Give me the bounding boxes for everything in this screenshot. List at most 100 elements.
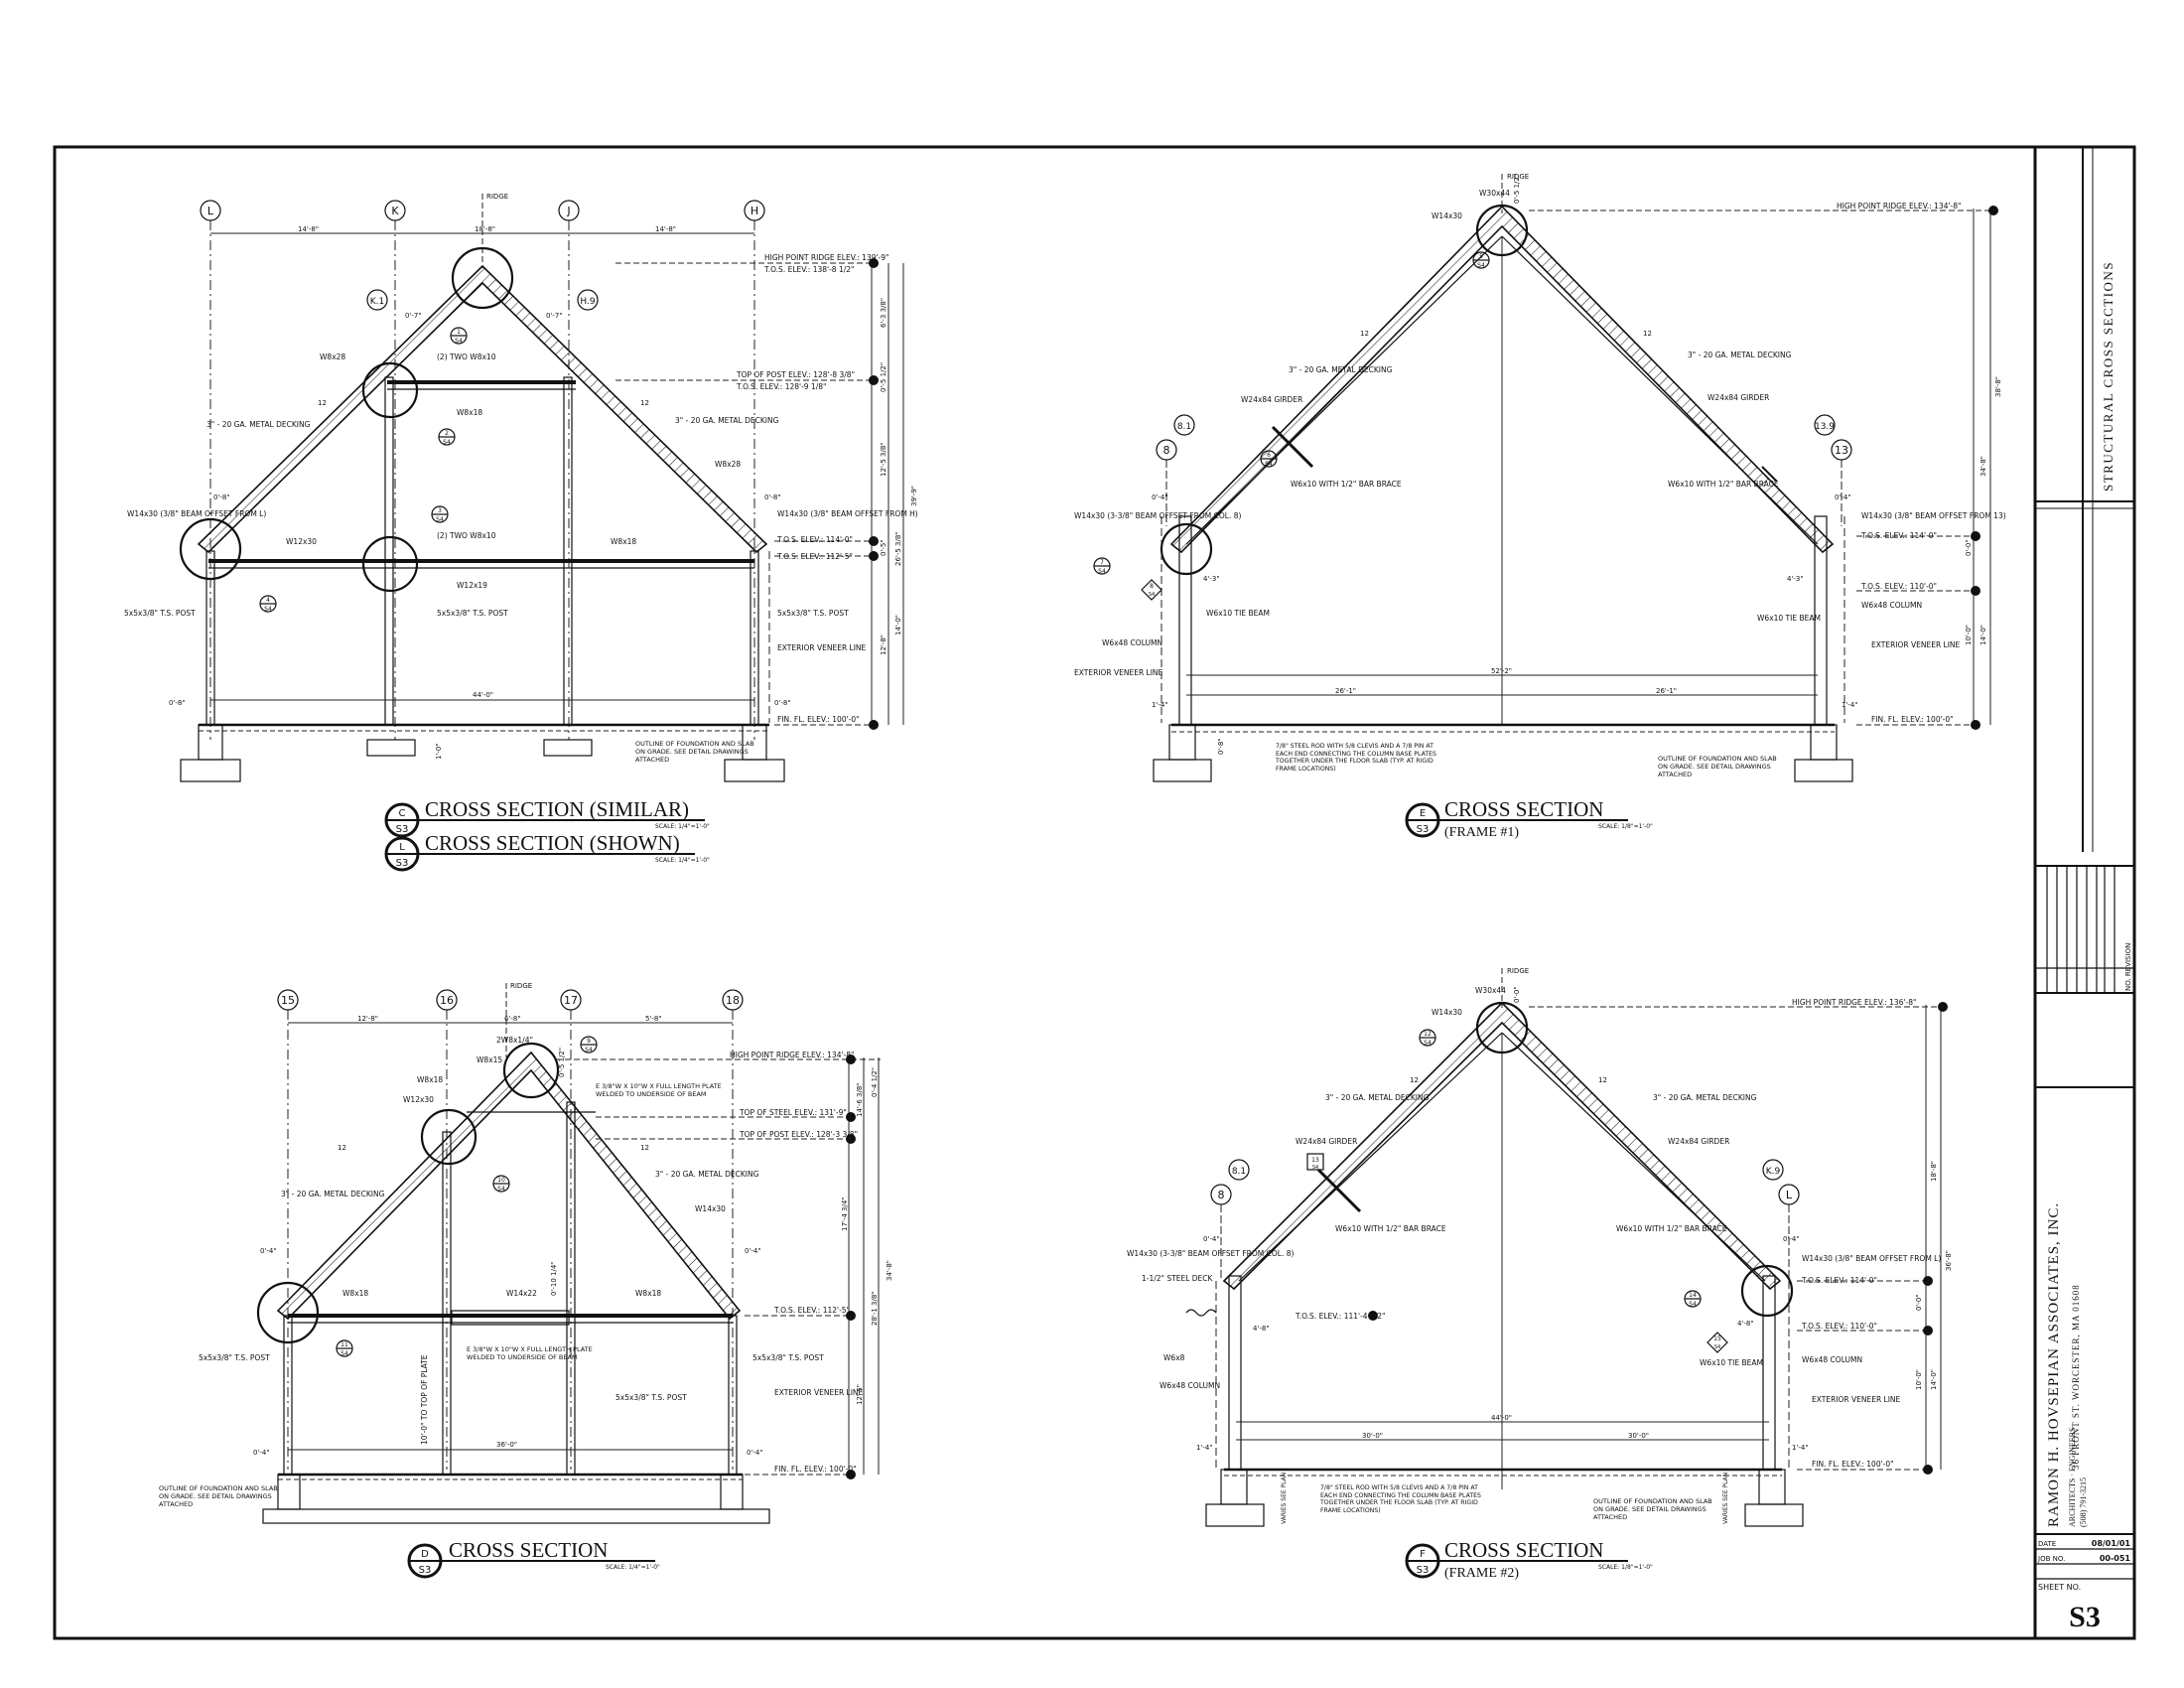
dimension: 0'-4"	[747, 1449, 763, 1457]
scale: SCALE: 1/4"=1'-0"	[655, 857, 710, 864]
ridge-mark: RIDGE	[1507, 967, 1529, 975]
dimension: 12'-8"	[357, 1015, 378, 1023]
note: 3" - 20 GA. METAL DECKING	[1653, 1093, 1757, 1102]
pitch-label: 12	[1598, 1076, 1607, 1084]
note: (2) TWO W8x10	[437, 531, 496, 540]
note: T.O.S. ELEV.: 111'-4 1/2"	[1295, 1312, 1385, 1321]
section-title: C S3 CROSS SECTION (SIMILAR) SCALE: 1/4"…	[384, 797, 710, 872]
note: W8x28	[320, 352, 345, 361]
grid-label: 8.1	[1232, 1167, 1246, 1177]
dimension: 26'-1"	[1335, 687, 1356, 695]
note: EXTERIOR VENEER LINE	[777, 643, 867, 652]
note: W6x10 WITH 1/2" BAR BRACE	[1291, 480, 1402, 489]
sheet-no-label: SHEET NO.	[2038, 1583, 2081, 1592]
dimension: 30'-0"	[1628, 1432, 1649, 1440]
dimension: 4'-8"	[1253, 1325, 1270, 1333]
note: 7/8" STEEL ROD WITH 5/8 CLEVIS AND A 7/8…	[1320, 1484, 1481, 1514]
dimension: 14'-8"	[298, 225, 319, 233]
note: 2W8x1/4"	[496, 1036, 533, 1045]
dimension: 0'-5 1/2"	[558, 1048, 566, 1077]
section-d: 15 16 17 18 12'-8" 6'-8" 5'-8" RIDGE	[159, 982, 893, 1579]
note: W30x44	[1475, 986, 1506, 995]
note: W12x19	[457, 581, 487, 590]
dimension: 14'-0"	[894, 615, 902, 635]
scale: SCALE: 1/4"=1'-0"	[655, 823, 710, 830]
note: W6x48 COLUMN	[1160, 1381, 1220, 1390]
note: W8x18	[457, 408, 482, 417]
dimension: 0'-4"	[260, 1247, 277, 1255]
detail-sheet: S4	[1149, 592, 1155, 598]
detail-callout: 9 S4 10 S4 11 S4	[336, 1036, 598, 1357]
grid-label: 18	[726, 994, 740, 1007]
dimension: 12'-5"	[856, 1384, 864, 1405]
section-sheet: S3	[396, 858, 409, 869]
note: 3" - 20 GA. METAL DECKING	[1289, 365, 1393, 374]
note: OUTLINE OF FOUNDATION AND SLAB ON GRADE.…	[159, 1484, 278, 1508]
note: W14x22	[506, 1289, 537, 1298]
detail-number: 2	[445, 430, 449, 437]
dimension: 36'-8"	[1945, 1250, 1953, 1271]
note: W6x10 TIE BEAM	[1757, 614, 1821, 623]
dimension: 14'-8"	[655, 225, 676, 233]
section-title: D S3 CROSS SECTION SCALE: 1/4"=1'-0"	[407, 1538, 660, 1579]
section-e: RIDGE 8 8.1 13.9 13 52'-2" 26'-1" 26'	[1074, 173, 2006, 840]
note: W12x30	[286, 537, 317, 546]
note: W6x10 WITH 1/2" BAR BRACE	[1335, 1224, 1446, 1233]
grid-label: 8	[1218, 1189, 1225, 1201]
detail-callout: 12 S4 13 S4 14 S4 15 S4	[1306, 1029, 1728, 1353]
detail-sheet: S4	[1689, 1301, 1697, 1308]
pitch-label: 12	[1643, 330, 1652, 338]
dimension: 0'-7"	[546, 312, 563, 320]
detail-sheet: S4	[1098, 568, 1106, 575]
note: FIN. FL. ELEV.: 100'-0"	[774, 1465, 857, 1474]
note: T.O.S. ELEV.: 114'-0"	[1860, 531, 1937, 540]
note: 5x5x3/8" T.S. POST	[615, 1393, 687, 1402]
dimension: 0'-5"	[880, 539, 887, 556]
note: W14x30 (3-3/8" BEAM OFFSET FROM COL. 8)	[1127, 1249, 1295, 1258]
note: 3" - 20 GA. METAL DECKING	[675, 416, 779, 425]
note: W30x44	[1479, 189, 1510, 198]
section-title: F S3 CROSS SECTION (FRAME #2) SCALE: 1/8…	[1405, 1538, 1653, 1581]
date-value: 08/01/01	[2092, 1539, 2131, 1548]
dimension: 0'-8"	[213, 493, 230, 501]
note: T.O.S. ELEV.: 114'-0"	[1801, 1276, 1877, 1285]
detail-number: 1	[457, 329, 461, 336]
detail-number: 9	[587, 1038, 591, 1045]
dimension: 14'-6 3/8"	[856, 1082, 864, 1117]
note: T.O.S. ELEV.: 138'-8 1/2"	[763, 265, 854, 274]
note: W6x10 WITH 1/2" BAR BRACE	[1616, 1224, 1727, 1233]
note: 1-1/2" STEEL DECK	[1142, 1274, 1214, 1283]
note: EXTERIOR VENEER LINE	[774, 1388, 864, 1397]
dimension: 14'-0"	[1979, 625, 1987, 645]
grid-lines: 15 16 17 18	[277, 989, 744, 1470]
detail-callout: 5 S4 6 S4 7 S4 8 S4	[1093, 251, 1490, 601]
dimension: 36'-0"	[496, 1441, 517, 1449]
date-label: DATE	[2038, 1540, 2056, 1548]
note: OUTLINE OF FOUNDATION AND SLAB ON GRADE.…	[635, 740, 754, 764]
pitch-label: 12	[1410, 1076, 1419, 1084]
section-label: CROSS SECTION (SIMILAR)	[425, 797, 689, 821]
detail-number: 14	[1689, 1292, 1697, 1299]
dimension: 12'-5 3/8"	[880, 442, 887, 477]
dimension: 0'-8"	[774, 699, 791, 707]
section-sublabel: (FRAME #2)	[1444, 1566, 1519, 1581]
note: W12x30	[403, 1095, 434, 1104]
dimension: 0'-8"	[1217, 738, 1225, 755]
dimension: 0'-0"	[1513, 986, 1521, 1003]
detail-number: 11	[341, 1341, 348, 1348]
firm-disciplines: ARCHITECTS · ENGINEERS	[2068, 1428, 2077, 1527]
detail-sheet: S4	[497, 1186, 505, 1193]
note: HIGH POINT RIDGE ELEV.: 139'-9"	[764, 253, 888, 262]
note: 3" - 20 GA. METAL DECKING	[206, 420, 311, 429]
revision-table: NO. REVISION	[2035, 866, 2134, 994]
note: W8x28	[715, 460, 741, 469]
dimension: 4'-3"	[1203, 575, 1220, 583]
grid-label: L	[1786, 1189, 1793, 1201]
roof-deck	[197, 264, 768, 554]
note: W6x48 COLUMN	[1102, 638, 1162, 647]
note: T.O.S. ELEV.: 110'-0"	[1801, 1322, 1877, 1331]
dimension: 18'-8"	[475, 225, 495, 233]
note: T.O.S. ELEV.: 112'-5"	[773, 1306, 850, 1315]
section-sheet: S3	[419, 1565, 432, 1576]
